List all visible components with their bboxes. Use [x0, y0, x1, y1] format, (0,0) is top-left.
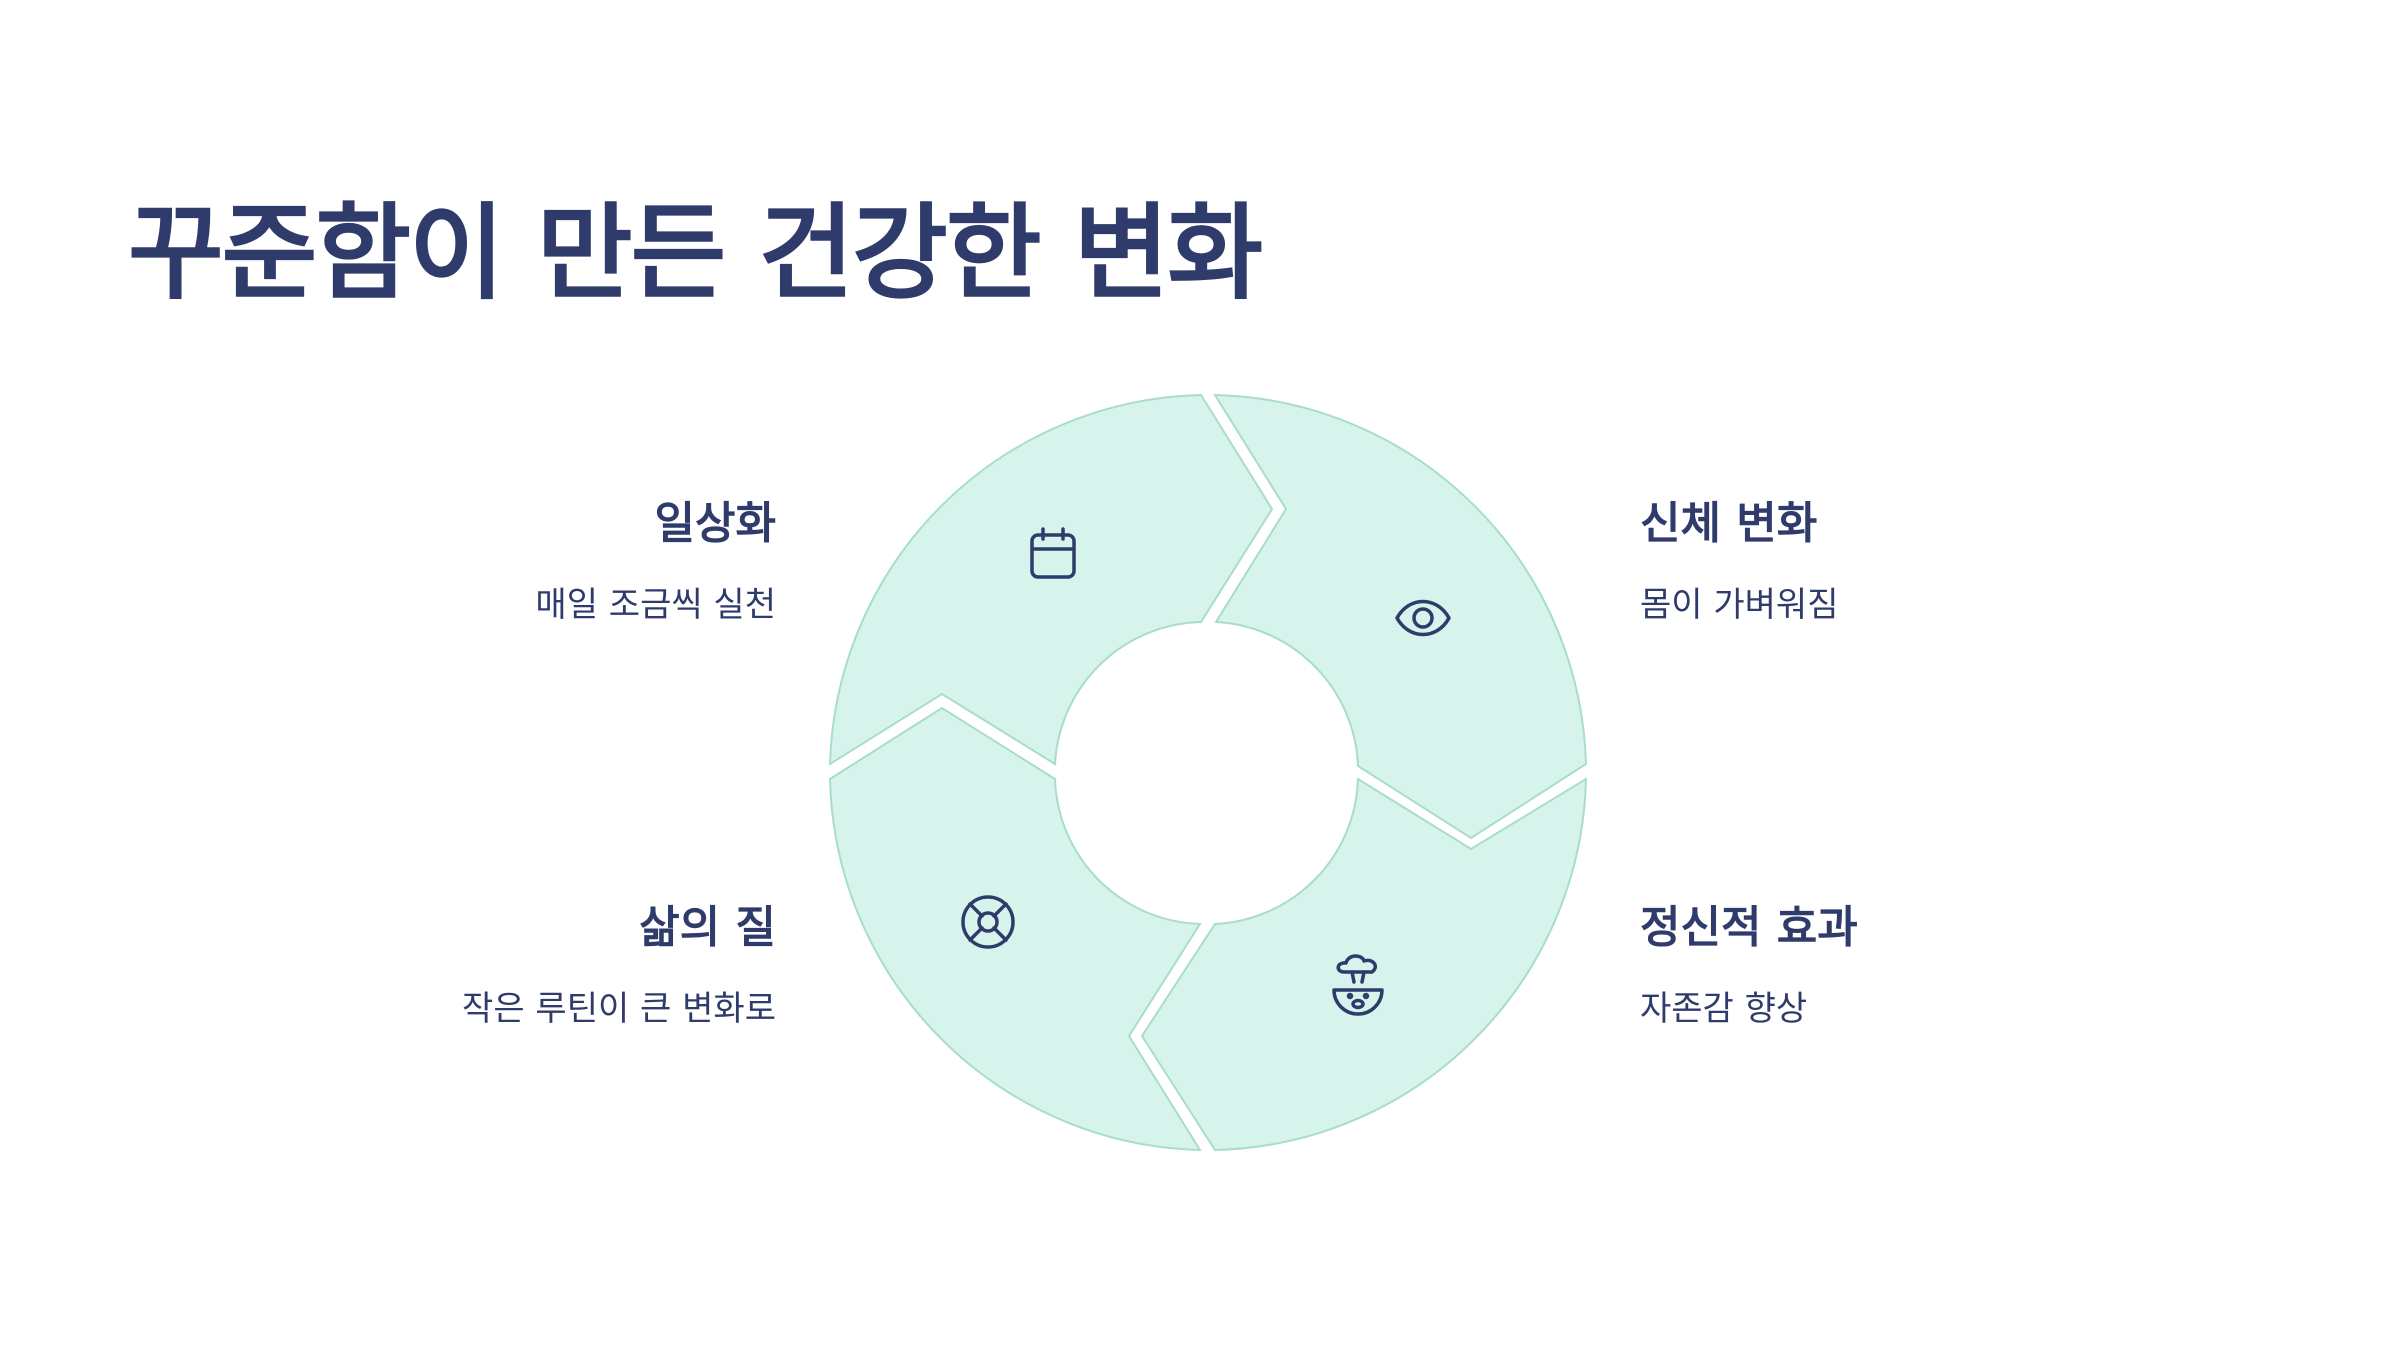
label-mental-effect: 정신적 효과 자존감 향상 — [1640, 902, 2200, 1030]
label-physical-change: 신체 변화 몸이 가벼워짐 — [1640, 498, 2200, 626]
lifebuoy-icon — [961, 895, 1015, 949]
page-title: 꾸준함이 만든 건강한 변화 — [128, 192, 1263, 314]
label-description: 매일 조금씩 실천 — [535, 584, 776, 625]
calendar-icon — [1030, 527, 1076, 579]
label-daily-habit: 일상화 매일 조금씩 실천 — [216, 498, 776, 626]
segment-top-left — [828, 393, 1274, 766]
segment-bottom-right — [1140, 777, 1588, 1152]
label-description: 자존감 향상 — [1640, 988, 1808, 1029]
label-heading: 정신적 효과 — [1640, 902, 1858, 953]
label-heading: 일상화 — [654, 498, 776, 549]
label-quality-of-life: 삶의 질 작은 루틴이 큰 변화로 — [216, 902, 776, 1030]
segment-top-right — [1213, 393, 1588, 840]
segment-bottom-left — [828, 706, 1202, 1152]
label-heading: 신체 변화 — [1640, 498, 1818, 549]
eye-icon — [1395, 599, 1451, 637]
label-heading: 삶의 질 — [639, 902, 776, 953]
mind-blown-icon — [1332, 954, 1384, 1016]
label-description: 몸이 가벼워짐 — [1640, 584, 1839, 625]
label-description: 작은 루틴이 큰 변화로 — [462, 988, 776, 1029]
